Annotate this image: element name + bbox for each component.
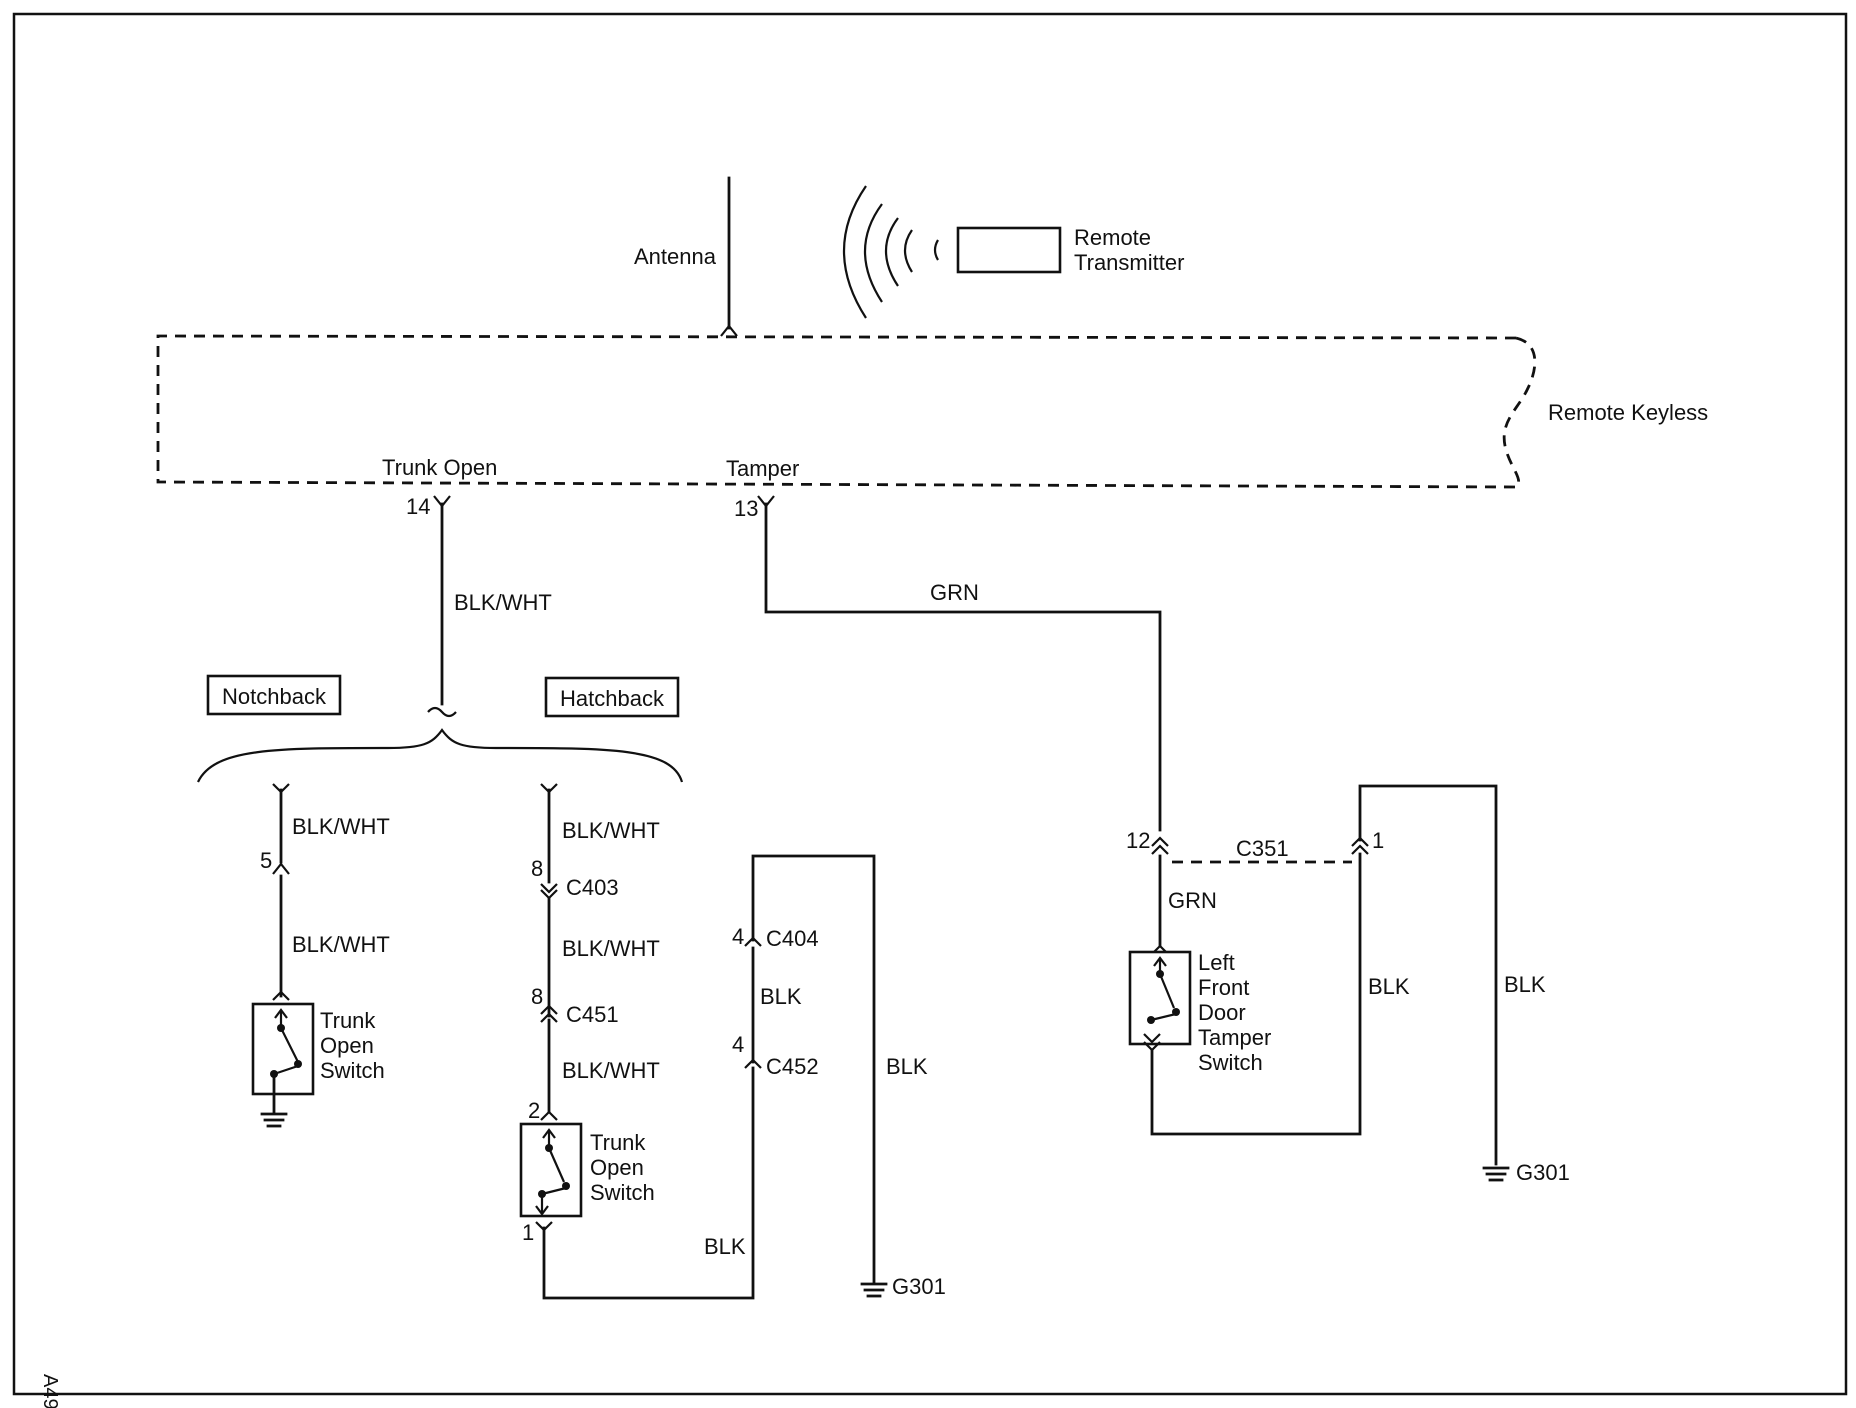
door-switch-label-3: Door	[1198, 1000, 1246, 1025]
hatch-wire-1: BLK/WHT	[562, 818, 660, 843]
remote-transmitter-label-2: Transmitter	[1074, 250, 1184, 275]
door-return-wire: BLK	[1368, 974, 1410, 999]
notch-trunk-open-switch	[251, 1002, 315, 1096]
c452-pin: 4	[732, 1032, 744, 1057]
antenna: Antenna	[634, 176, 738, 337]
antenna-label: Antenna	[634, 244, 717, 269]
c404-pin: 4	[732, 924, 744, 949]
door-switch-wire-grn: GRN	[1168, 888, 1217, 913]
ground-icon	[1482, 1166, 1510, 1182]
ground-icon	[260, 1112, 288, 1128]
radio-waves-icon	[843, 185, 939, 319]
hatchback-tag: Hatchback	[544, 676, 680, 718]
hatch-pin-2: 2	[528, 1098, 540, 1123]
door-switch-label-1: Left	[1198, 950, 1235, 975]
hatch-pin-1: 1	[522, 1220, 534, 1245]
hatch-switch-label-2: Open	[590, 1155, 644, 1180]
notch-wire-upper: BLK/WHT	[292, 814, 390, 839]
notch-switch-label-2: Open	[320, 1033, 374, 1058]
notch-switch-label-1: Trunk	[320, 1008, 376, 1033]
notch-pin-5: 5	[260, 848, 272, 873]
hatchback-branch: BLK/WHT 8 C403 BLK/WHT 8 C451 BLK/WHT 2 …	[519, 783, 755, 1300]
c404-c452-wire: BLK	[760, 984, 802, 1009]
notchback-label: Notchback	[222, 684, 327, 709]
c451-label: C451	[566, 1002, 619, 1027]
tamper-circuit: 13 GRN 12 C351 1 GRN Left Front Door Tam…	[734, 495, 1570, 1185]
trunk-open-circuit: 14 BLK/WHT	[197, 494, 684, 783]
door-switch-label-4: Tamper	[1198, 1025, 1271, 1050]
c351-pin-12: 12	[1126, 828, 1150, 853]
notchback-branch: BLK/WHT 5 BLK/WHT Trunk Open Switch	[251, 783, 390, 1128]
door-switch-label-2: Front	[1198, 975, 1249, 1000]
hatch-wire-2: BLK/WHT	[562, 936, 660, 961]
remote-transmitter-label-1: Remote	[1074, 225, 1151, 250]
notch-wire-lower: BLK/WHT	[292, 932, 390, 957]
remote-transmitter: Remote Transmitter	[956, 225, 1184, 275]
g301-a-label: G301	[892, 1274, 946, 1299]
tamper-wire-grn: GRN	[930, 580, 979, 605]
page-frame	[12, 12, 1848, 1396]
remote-keyless-module: Remote Keyless Trunk Open Tamper	[156, 334, 1708, 489]
c452-label: C452	[766, 1054, 819, 1079]
hatchback-label: Hatchback	[560, 686, 665, 711]
c404-c452-loop: 4 C452 BLK 4 C404 BLK G301	[732, 854, 946, 1299]
remote-keyless-label: Remote Keyless	[1548, 400, 1708, 425]
pin-13-label: 13	[734, 496, 758, 521]
door-switch-label-5: Switch	[1198, 1050, 1263, 1075]
ground-icon	[860, 1282, 888, 1298]
c403-label: C403	[566, 875, 619, 900]
trunk-open-pin-label: Trunk Open	[382, 455, 497, 480]
c351-pin-1: 1	[1372, 828, 1384, 853]
g301-b-label: G301	[1516, 1160, 1570, 1185]
hatch-switch-label-3: Switch	[590, 1180, 655, 1205]
variant-brace	[197, 728, 684, 783]
lf-door-tamper-switch	[1128, 950, 1192, 1046]
notch-switch-label-3: Switch	[320, 1058, 385, 1083]
c404-label: C404	[766, 926, 819, 951]
c451-pin: 8	[531, 984, 543, 1009]
hatch-switch-label-1: Trunk	[590, 1130, 646, 1155]
pin-14-label: 14	[406, 494, 430, 519]
ground-2-wire: BLK	[1504, 972, 1546, 997]
ground-1-wire: BLK	[886, 1054, 928, 1079]
notchback-tag: Notchback	[206, 674, 342, 716]
hatch-trunk-open-switch	[519, 1122, 583, 1218]
ground-return-wire: BLK	[704, 1234, 746, 1259]
c351-label: C351	[1236, 836, 1289, 861]
c403-pin: 8	[531, 856, 543, 881]
tamper-pin-label: Tamper	[726, 456, 799, 481]
hatch-wire-3: BLK/WHT	[562, 1058, 660, 1083]
wire-blk-wht-main: BLK/WHT	[454, 590, 552, 615]
figure-id: A49T001A	[39, 1374, 61, 1408]
